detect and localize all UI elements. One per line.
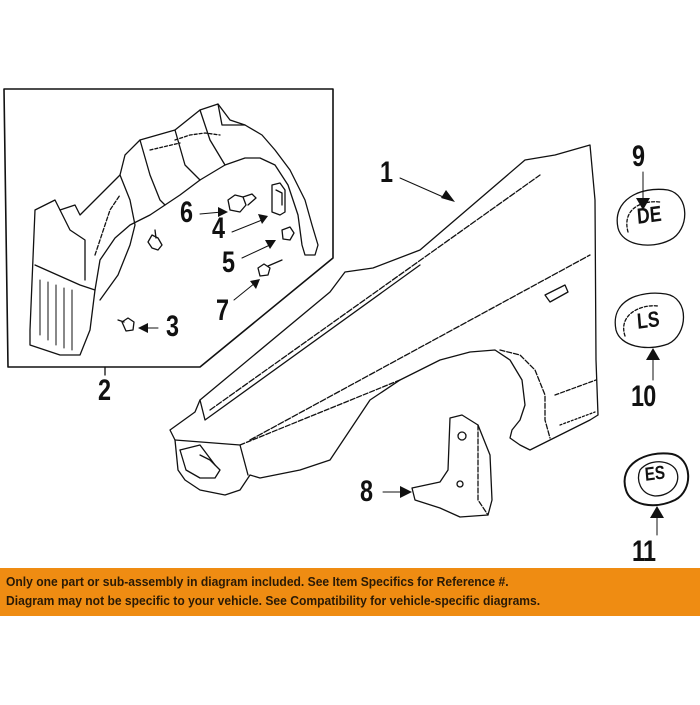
emblem-shapes xyxy=(614,188,690,507)
hardware-parts xyxy=(117,182,295,332)
disclaimer-banner: Only one part or sub-assembly in diagram… xyxy=(0,568,700,616)
callout-11: 11 xyxy=(632,535,656,568)
emblem-de-text: DE xyxy=(636,200,663,229)
mud-flap-illustration xyxy=(411,414,493,518)
fender-illustration xyxy=(169,144,599,496)
callout-6: 6 xyxy=(180,196,193,229)
callout-3: 3 xyxy=(166,310,179,343)
fender-liner-illustration xyxy=(29,103,319,356)
callout-1: 1 xyxy=(380,156,393,189)
emblem-ls-text: LS xyxy=(636,306,661,334)
disclaimer-line-1: Only one part or sub-assembly in diagram… xyxy=(6,574,509,589)
inset-box xyxy=(3,88,334,368)
callout-8: 8 xyxy=(360,475,373,508)
inset-leaders xyxy=(141,211,273,329)
callout-10: 10 xyxy=(631,380,656,413)
emblem-es-text: ES xyxy=(644,462,666,486)
callout-2: 2 xyxy=(98,374,111,407)
callout-5: 5 xyxy=(222,246,235,279)
callout-7: 7 xyxy=(216,294,229,327)
disclaimer-line-2: Diagram may not be specific to your vehi… xyxy=(6,593,541,608)
callout-4: 4 xyxy=(212,212,225,245)
callout-9: 9 xyxy=(632,140,645,173)
inset-arrowheads xyxy=(138,207,276,333)
